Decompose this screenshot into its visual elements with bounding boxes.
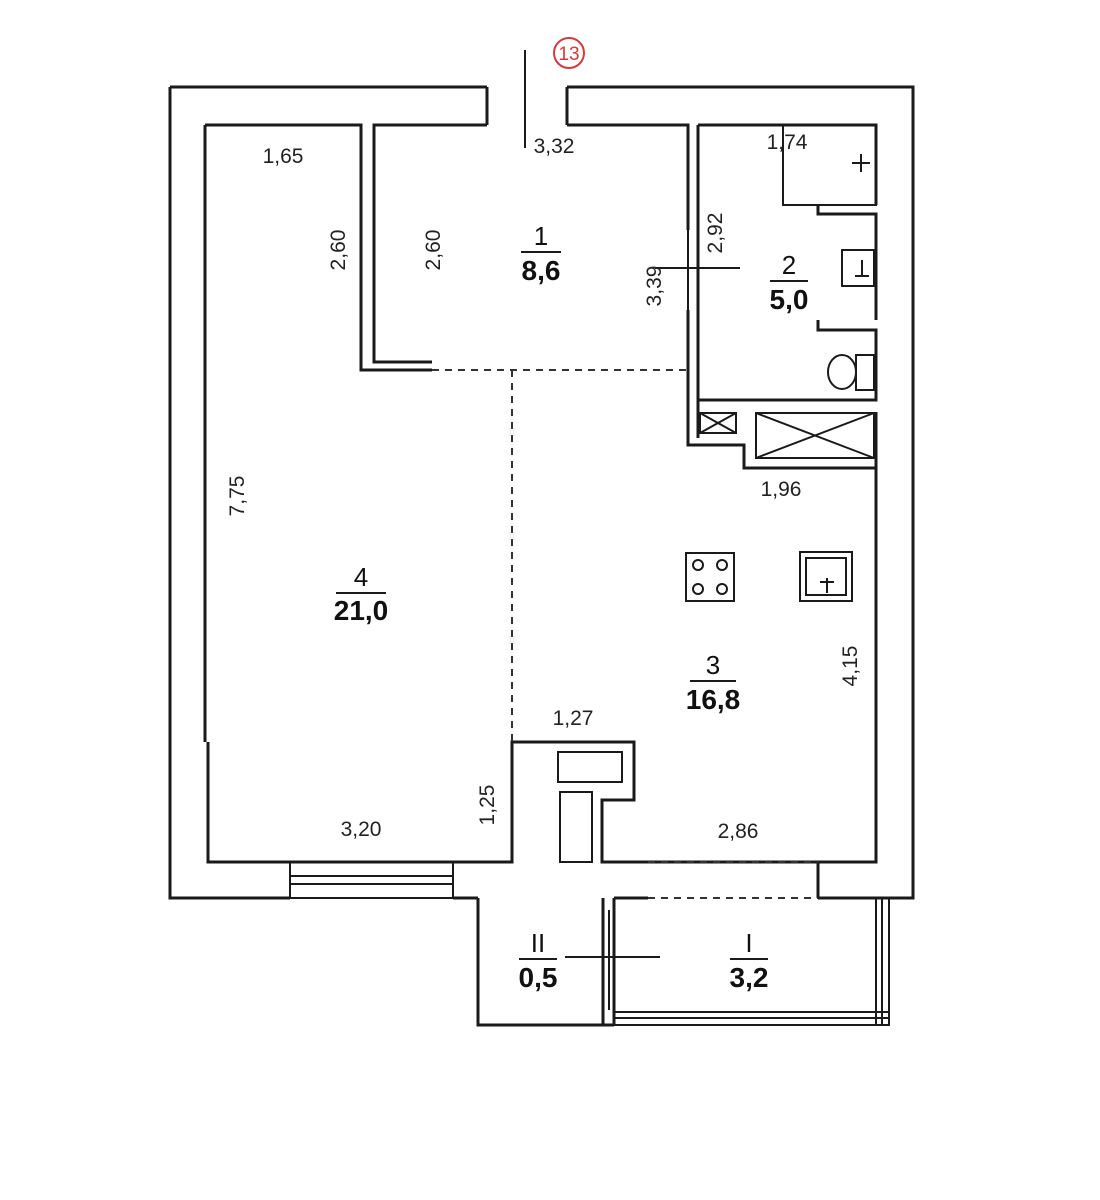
room-4-label: 4 21,0 xyxy=(334,562,389,626)
room-4-walls xyxy=(203,123,820,898)
dim-room3-closet: 1,27 xyxy=(553,707,594,730)
dim-room2-top: 1,74 xyxy=(767,131,808,154)
room-number: 2 xyxy=(782,250,796,280)
room-3-walls xyxy=(648,468,878,899)
axis-label: 13 xyxy=(558,44,579,65)
room-area: 21,0 xyxy=(334,595,389,626)
room-area: 8,6 xyxy=(522,255,561,286)
room-number: 4 xyxy=(354,562,368,592)
room-II-label: II 0,5 xyxy=(519,928,558,993)
room-number: II xyxy=(531,928,545,958)
dim-room2-left: 2,92 xyxy=(704,213,727,254)
dim-room4-bottom-right: 1,25 xyxy=(476,785,499,826)
dim-room4-bottom: 3,20 xyxy=(341,818,382,841)
room-area: 0,5 xyxy=(519,962,558,993)
dim-room3-bottom: 2,86 xyxy=(718,820,759,843)
room-area: 16,8 xyxy=(686,684,741,715)
room-area: 5,0 xyxy=(770,284,809,315)
room-1-label: 1 8,6 xyxy=(521,221,561,286)
dim-room1-right: 3,39 xyxy=(643,266,666,307)
room-1-walls xyxy=(372,50,690,370)
wardrobe-icon xyxy=(557,751,623,863)
window-room-4 xyxy=(289,861,454,899)
dim-room1-top: 3,32 xyxy=(534,135,575,158)
dimension-labels: 3,32 2,60 3,39 1,74 2,92 1,96 4,15 1,27 … xyxy=(226,131,862,843)
shower-mark-icon xyxy=(852,154,870,172)
kitchen-sink-icon xyxy=(799,551,853,602)
dim-room4-left: 7,75 xyxy=(226,476,249,517)
room-3-label: 3 16,8 xyxy=(686,650,741,715)
axis-marker: 13 xyxy=(553,37,585,69)
toilet-icon xyxy=(827,354,875,391)
room-number: I xyxy=(745,928,752,958)
room-number: 1 xyxy=(534,221,548,251)
dim-room3-right: 4,15 xyxy=(839,646,862,687)
sink-icon xyxy=(841,249,875,287)
room-2-walls xyxy=(655,123,878,402)
room-number: 3 xyxy=(706,650,720,680)
balcony-walls xyxy=(476,897,890,1027)
room-I-label: I 3,2 xyxy=(730,928,769,993)
dim-room4-niche: 2,60 xyxy=(327,230,350,271)
dim-room3-shaft: 1,96 xyxy=(761,478,802,501)
outer-walls xyxy=(168,85,915,900)
dim-room4-top: 1,65 xyxy=(263,145,304,168)
room-2-label: 2 5,0 xyxy=(770,250,809,315)
ventilation-shafts xyxy=(686,370,878,470)
dim-room1-left: 2,60 xyxy=(422,230,445,271)
room-area: 3,2 xyxy=(730,962,769,993)
stove-icon xyxy=(685,552,735,602)
